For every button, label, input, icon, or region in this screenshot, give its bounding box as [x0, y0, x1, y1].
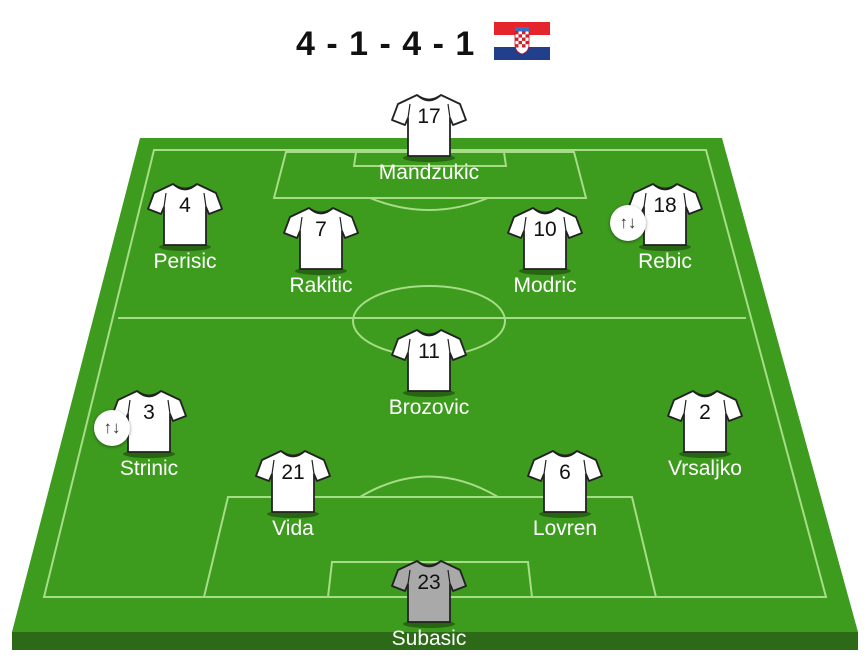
shirt-number: 23	[417, 571, 441, 594]
player-card-rakitic[interactable]: 7 Rakitic	[246, 205, 396, 305]
shirt-icon	[111, 388, 187, 458]
shirt-icon	[667, 388, 743, 458]
shirt-number: 21	[281, 461, 305, 484]
player-name: Vrsaljko	[668, 457, 742, 480]
player-name: Subasic	[391, 627, 467, 650]
shirt-number: 10	[533, 218, 557, 241]
player-name: Mandzukic	[378, 161, 480, 184]
formation-title: 4 - 1 - 4 - 1	[296, 25, 476, 63]
shirt-number: 18	[653, 194, 677, 217]
player-name: Rakitic	[289, 274, 353, 297]
player-card-perisic[interactable]: 4 Perisic	[110, 181, 260, 281]
player-card-brozovic[interactable]: 11 Brozovic	[354, 327, 504, 427]
shirt-number: 6	[559, 461, 571, 484]
shirt-number: 11	[418, 340, 440, 363]
shirt-icon	[391, 327, 467, 397]
player-name: Rebic	[638, 250, 692, 273]
player-name: Strinic	[119, 457, 179, 480]
player-name: Perisic	[153, 250, 217, 273]
player-card-vida[interactable]: 21 Vida	[218, 448, 368, 548]
shirt-icon	[255, 448, 331, 518]
shirt-number: 17	[417, 105, 441, 128]
player-card-modric[interactable]: 10 Modric	[470, 205, 620, 305]
shirt-number: 2	[699, 401, 711, 424]
swap-arrows-icon: ↑↓	[610, 205, 646, 241]
goalkeeper-shirt-icon	[391, 558, 467, 628]
player-name: Vida	[272, 517, 314, 540]
shirt-number: 3	[143, 401, 155, 424]
player-card-subasic[interactable]: 23 Subasic	[354, 558, 504, 658]
shirt-number: 7	[315, 218, 327, 241]
player-card-vrsaljko[interactable]: 2 Vrsaljko	[630, 388, 780, 488]
shirt-icon	[527, 448, 603, 518]
shirt-icon	[147, 181, 223, 251]
croatia-flag-icon	[494, 22, 550, 60]
player-name: Brozovic	[388, 396, 470, 419]
player-card-lovren[interactable]: 6 Lovren	[490, 448, 640, 548]
shirt-icon	[283, 205, 359, 275]
player-card-strinic[interactable]: 3 Strinic	[74, 388, 224, 488]
swap-arrows-icon: ↑↓	[94, 410, 130, 446]
shirt-icon	[391, 92, 467, 162]
player-card-mandzukic[interactable]: 17 Mandzukic	[354, 92, 504, 192]
shirt-number: 4	[179, 194, 191, 217]
player-name: Modric	[513, 274, 577, 297]
shirt-icon	[627, 181, 703, 251]
player-card-rebic[interactable]: 18 Rebic	[590, 181, 740, 281]
player-name: Lovren	[532, 517, 598, 540]
shirt-icon	[507, 205, 583, 275]
